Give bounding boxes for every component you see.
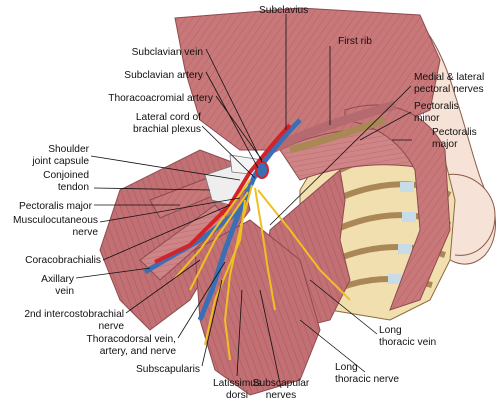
subclavius-muscle (267, 100, 397, 155)
label-long-thoracic-vein-line2: thoracic vein (379, 337, 436, 348)
label-pectoralis-minor-line2: minor (414, 113, 440, 124)
label-intercostobrachial-line2: nerve (99, 321, 125, 332)
label-lateral-cord-line2: brachial plexus (133, 124, 201, 135)
label-shoulder-capsule-line1: Shoulder (48, 144, 89, 155)
label-pectoralis-minor-line1: Pectoralis (414, 101, 459, 112)
label-musculocutaneous-line1: Musculocutaneous (13, 215, 98, 226)
label-subscapular-nerves-line1: Subscapular (253, 378, 310, 389)
first-rib (289, 116, 387, 154)
label-long-thoracic-vein-line1: Long (379, 325, 402, 336)
label-coracobrachialis: Coracobrachialis (25, 255, 101, 266)
label-axillary-vein-line2: vein (55, 286, 74, 297)
subclavian-vein-vessel (197, 118, 302, 321)
label-conjoined-tendon-line2: tendon (58, 182, 89, 193)
label-long-thoracic-nerve-line1: Long (335, 362, 358, 373)
label-long-thoracic-nerve-line2: thoracic nerve (335, 374, 399, 385)
label-thoracodorsal-line2: artery, and nerve (100, 346, 177, 357)
label-intercostobrachial-line1: 2nd intercostobrachial (24, 309, 124, 320)
labels: Subclavius First rib Subclavian vein Sub… (13, 5, 484, 401)
label-thoracodorsal-line1: Thoracodorsal vein, (87, 334, 176, 345)
label-latissimus-line1: Latissimus (213, 378, 261, 389)
label-musculocutaneous-line2: nerve (73, 227, 99, 238)
leader-lines (75, 14, 412, 389)
label-subclavius: Subclavius (259, 5, 308, 16)
label-shoulder-capsule-line2: joint capsule (31, 156, 89, 167)
label-medial-lateral-pectoral-line2: pectoral nerves (414, 84, 484, 95)
label-subclavian-artery: Subclavian artery (124, 70, 204, 81)
label-axillary-vein-line1: Axillary (41, 274, 75, 285)
label-lateral-cord-line1: Lateral cord of (136, 112, 201, 123)
label-first-rib: First rib (338, 36, 372, 47)
label-subscapular-nerves-line2: nerves (266, 390, 297, 401)
label-medial-lateral-pectoral-line1: Medial & lateral (414, 72, 484, 83)
latissimus-subscapularis-region (194, 219, 321, 396)
label-latissimus-line2: dorsi (226, 390, 248, 401)
breast-outline (444, 173, 496, 256)
label-subscapularis: Subscapularis (136, 364, 200, 375)
label-conjoined-tendon-line1: Conjoined (43, 170, 89, 181)
label-pectoralis-major-right-line1: Pectoralis (432, 127, 477, 138)
brachial-plexus-nerves (174, 179, 351, 361)
label-subclavian-vein: Subclavian vein (132, 47, 203, 58)
label-thoracoacromial-artery: Thoracoacromial artery (108, 93, 214, 104)
label-pectoralis-major-left: Pectoralis major (19, 201, 93, 212)
subclavian-vessel-stump (255, 161, 269, 179)
label-pectoralis-major-right-line2: major (432, 139, 458, 150)
